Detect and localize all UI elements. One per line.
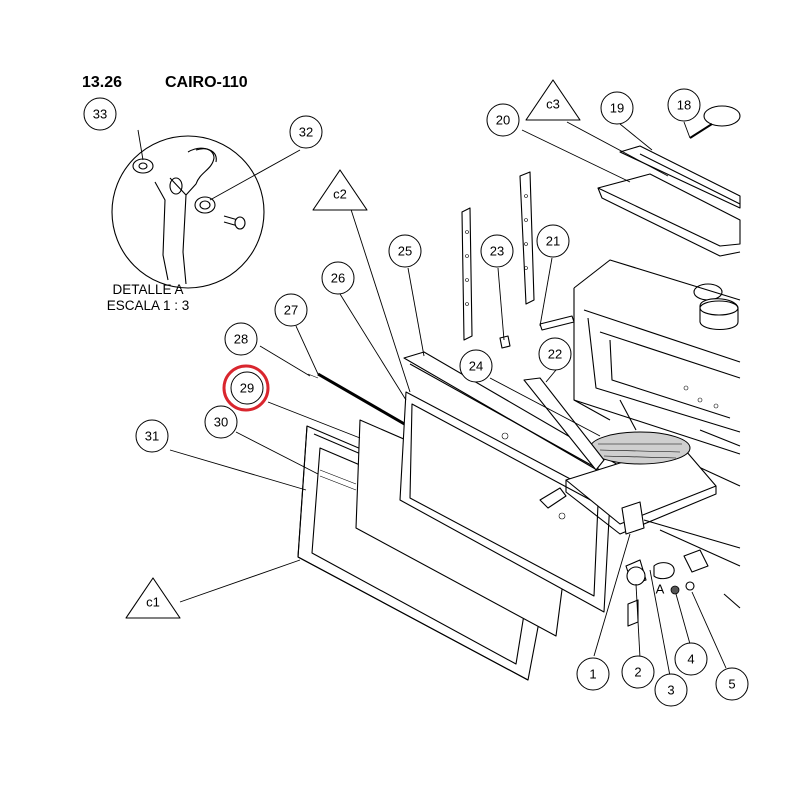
view-letter-a: A [656, 582, 665, 597]
svg-text:3: 3 [667, 683, 674, 698]
svg-text:24: 24 [469, 359, 483, 374]
side-brackets [461, 171, 575, 349]
svg-text:20: 20 [496, 113, 510, 128]
balloon-3[interactable]: 3 [654, 673, 688, 707]
detail-scale: ESCALA 1 : 3 [107, 298, 190, 313]
balloon-25[interactable]: 25 [388, 234, 422, 268]
stove-body [573, 259, 741, 567]
svg-text:25: 25 [398, 244, 412, 259]
balloon-5[interactable]: 5 [715, 667, 749, 701]
svg-text:31: 31 [145, 429, 159, 444]
svg-text:33: 33 [93, 107, 107, 122]
balloon-29[interactable]: 29 [230, 371, 264, 405]
svg-text:22: 22 [548, 347, 562, 362]
balloon-32[interactable]: 32 [289, 115, 323, 149]
triangle-c3 [525, 79, 581, 121]
svg-text:29: 29 [240, 381, 254, 396]
svg-text:23: 23 [490, 244, 504, 259]
part-balloons: 33 32 20 19 18 21 23 25 26 27 22 24 28 2… [83, 88, 749, 707]
balloon-22[interactable]: 22 [538, 337, 572, 371]
inner-door-frame [399, 351, 621, 613]
detail-label: DETALLE A [112, 282, 183, 297]
balloon-24[interactable]: 24 [459, 349, 493, 383]
balloon-26[interactable]: 26 [321, 261, 355, 295]
balloon-1[interactable]: 1 [576, 657, 610, 691]
top-plates [597, 105, 741, 257]
balloon-27[interactable]: 27 [274, 293, 308, 327]
model-name: CAIRO-110 [165, 74, 248, 91]
triangle-c2 [312, 169, 368, 211]
svg-text:32: 32 [299, 125, 313, 140]
ash-tray [523, 377, 717, 535]
svg-text:5: 5 [728, 677, 735, 692]
svg-text:19: 19 [610, 101, 624, 116]
triangle-c2-label: c2 [333, 187, 347, 202]
balloon-30[interactable]: 30 [204, 405, 238, 439]
svg-text:1: 1 [589, 667, 596, 682]
section-number: 13.26 [82, 74, 122, 91]
svg-text:26: 26 [331, 271, 345, 286]
balloon-23[interactable]: 23 [480, 234, 514, 268]
hinge-hardware: A [621, 501, 741, 627]
triangle-c1 [125, 577, 181, 619]
svg-text:4: 4 [687, 652, 694, 667]
svg-text:18: 18 [677, 98, 691, 113]
reference-triangles: c3 c2 c1 [125, 79, 581, 619]
balloon-18[interactable]: 18 [667, 88, 701, 122]
balloon-31[interactable]: 31 [135, 419, 169, 453]
triangle-c3-label: c3 [546, 97, 560, 112]
svg-text:2: 2 [634, 665, 641, 680]
leader-lines [137, 121, 727, 677]
balloon-2[interactable]: 2 [621, 655, 655, 689]
svg-text:27: 27 [284, 303, 298, 318]
balloon-28[interactable]: 28 [224, 322, 258, 356]
balloon-21[interactable]: 21 [536, 224, 570, 258]
highlight-ring-29 [222, 364, 270, 412]
svg-text:30: 30 [214, 415, 228, 430]
balloon-4[interactable]: 4 [674, 642, 708, 676]
balloon-33[interactable]: 33 [83, 97, 117, 131]
balloon-20[interactable]: 20 [486, 103, 520, 137]
detail-a-view [111, 135, 265, 289]
svg-text:21: 21 [546, 234, 560, 249]
triangle-c1-label: c1 [146, 595, 160, 610]
svg-text:28: 28 [234, 332, 248, 347]
balloon-19[interactable]: 19 [600, 91, 634, 125]
